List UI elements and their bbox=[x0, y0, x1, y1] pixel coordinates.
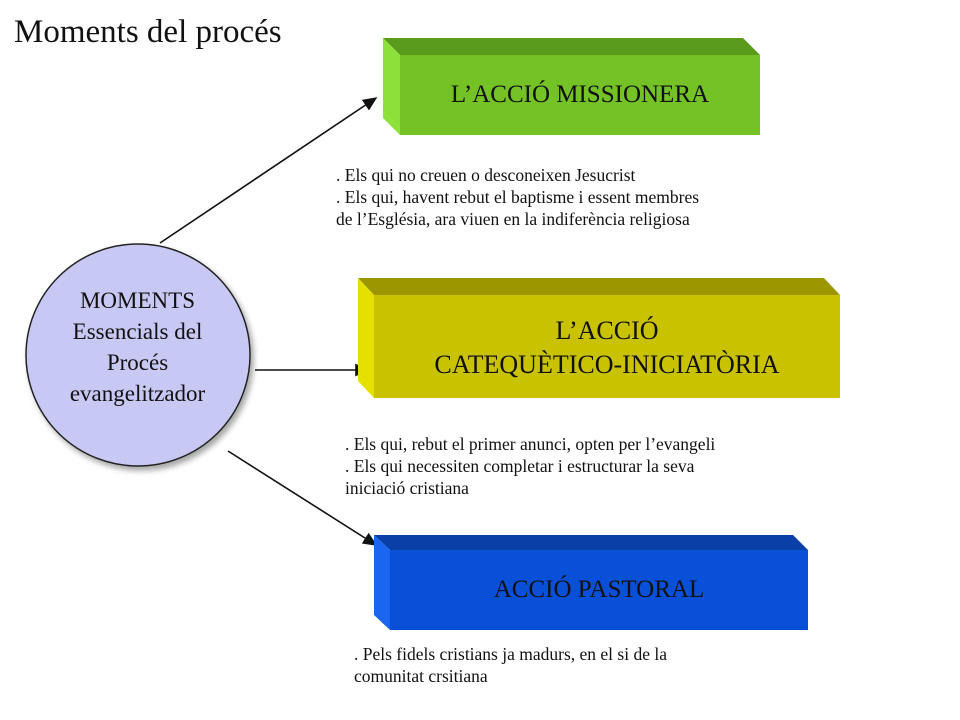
center-label: MOMENTS Essencials del Procés evangelitz… bbox=[30, 285, 245, 409]
box-label-line: CATEQUÈTICO-INICIATÒRIA bbox=[434, 350, 780, 379]
box-catequetica bbox=[358, 278, 840, 398]
description-line: iniciació cristiana bbox=[345, 478, 469, 498]
center-circle bbox=[25, 243, 251, 467]
box-missionera-label: L’ACCIÓ MISSIONERA bbox=[400, 55, 760, 135]
center-line: evangelitzador bbox=[69, 381, 206, 406]
arrow-to-missionera bbox=[159, 97, 378, 244]
description-line: . Els qui necessiten completar i estruct… bbox=[345, 456, 695, 476]
box-pastoral-label: ACCIÓ PASTORAL bbox=[390, 550, 808, 630]
box-label-line: L’ACCIÓ bbox=[555, 316, 659, 345]
box-missionera bbox=[383, 38, 760, 135]
description-catequetica: . Els qui, rebut el primer anunci, opten… bbox=[345, 433, 715, 499]
description-line: . Els qui, havent rebut el baptisme i es… bbox=[336, 187, 700, 207]
center-line: Procés bbox=[106, 350, 169, 375]
description-line: comunitat crsitiana bbox=[354, 666, 488, 686]
box-pastoral bbox=[374, 535, 808, 630]
box-label-line: ACCIÓ PASTORAL bbox=[493, 576, 705, 603]
arrow-to-pastoral bbox=[227, 450, 378, 546]
description-missionera: . Els qui no creuen o desconeixen Jesucr… bbox=[336, 164, 699, 230]
center-line: Essencials del bbox=[72, 319, 203, 344]
center-line: MOMENTS bbox=[79, 288, 195, 313]
description-pastoral: . Pels fidels cristians ja madurs, en el… bbox=[354, 643, 667, 687]
description-line: . Els qui no creuen o desconeixen Jesucr… bbox=[336, 165, 636, 185]
box-catequetica-label: L’ACCIÓ CATEQUÈTICO-INICIATÒRIA bbox=[374, 298, 840, 398]
box-label-line: L’ACCIÓ MISSIONERA bbox=[450, 81, 710, 108]
description-line: . Pels fidels cristians ja madurs, en el… bbox=[354, 644, 667, 664]
slide-title: Moments del procés bbox=[14, 14, 282, 50]
description-line: de l’Església, ara viuen en la indiferèn… bbox=[336, 209, 690, 229]
description-line: . Els qui, rebut el primer anunci, opten… bbox=[345, 434, 716, 454]
